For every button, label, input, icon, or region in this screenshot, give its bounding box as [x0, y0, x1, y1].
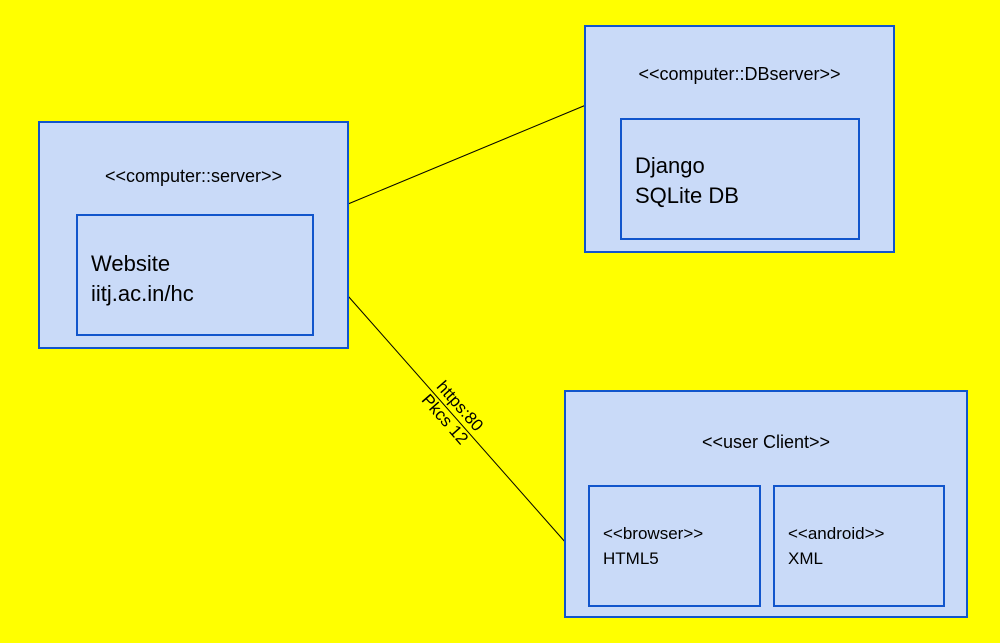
server-node: <<computer::server>> Website iitj.ac.in/… — [38, 121, 349, 349]
dbserver-stereotype: <<computer::DBserver>> — [638, 64, 841, 84]
database-artifact-db: SQLite DB — [635, 183, 739, 208]
android-artifact-stereotype: <<android>> — [788, 524, 885, 543]
browser-artifact-tech: HTML5 — [603, 549, 659, 568]
browser-artifact-stereotype: <<browser>> — [603, 524, 704, 543]
dbserver-node: <<computer::DBserver>> Django SQLite DB — [584, 25, 895, 253]
server-dbserver-connector — [347, 104, 587, 205]
browser-artifact: <<browser>> HTML5 — [588, 485, 761, 607]
database-artifact-framework: Django — [635, 153, 705, 178]
android-artifact: <<android>> XML — [773, 485, 945, 607]
server-client-connector — [347, 295, 567, 544]
client-stereotype: <<user Client>> — [701, 432, 831, 452]
server-stereotype: <<computer::server>> — [104, 166, 283, 186]
website-artifact-name: Website — [91, 251, 171, 276]
website-artifact: Website iitj.ac.in/hc — [76, 214, 314, 336]
client-node: <<user Client>> <<browser>> HTML5 <<andr… — [564, 390, 968, 618]
database-artifact: Django SQLite DB — [620, 118, 860, 240]
website-artifact-url: iitj.ac.in/hc — [91, 281, 194, 306]
android-artifact-tech: XML — [788, 549, 823, 568]
